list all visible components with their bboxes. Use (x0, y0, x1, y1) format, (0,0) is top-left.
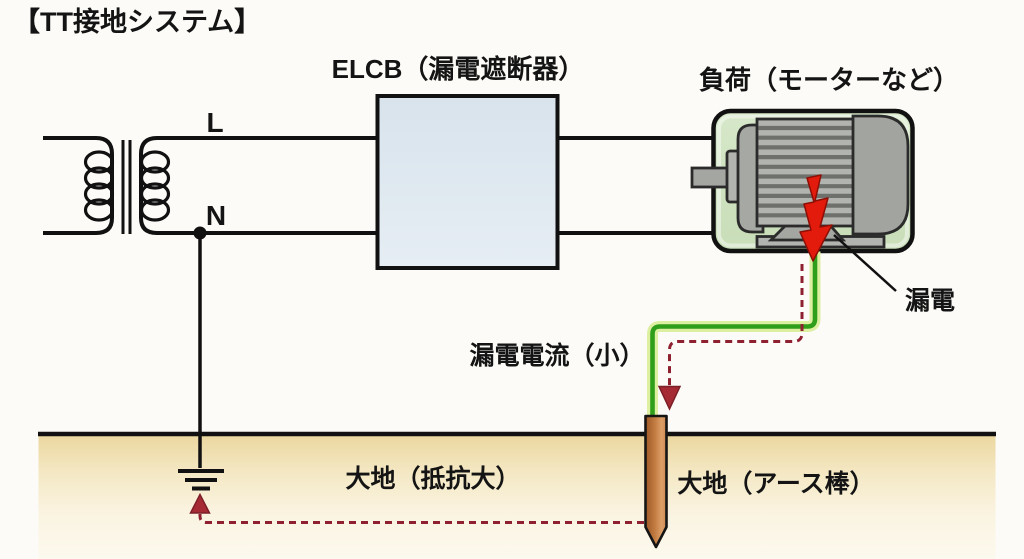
leak-callout-line (833, 234, 897, 292)
ground-wire (650, 251, 818, 415)
secondary-coil-loop (139, 198, 171, 222)
secondary-coil-loop (139, 150, 171, 174)
primary-coil-loop (83, 166, 115, 190)
primary-coil-loop (83, 198, 115, 222)
transformer-primary-lead (43, 136, 114, 235)
transformer-symbol (43, 136, 171, 235)
secondary-coil-loop (139, 166, 171, 190)
leakage-dash-line-right (668, 264, 804, 386)
primary-coil-loop (83, 150, 115, 174)
secondary-coil-loop (139, 182, 171, 206)
leakage-dash-line-left (198, 514, 644, 524)
lightning-bolt-icon (799, 174, 833, 262)
leakage-current-path-right (657, 264, 804, 411)
elcb-box (375, 94, 560, 270)
motor-right-cap (851, 114, 910, 236)
line-n-label: N (206, 200, 226, 231)
earth-resistance-label: 大地（抵抗大） (345, 464, 520, 493)
leakage-current-path-left (189, 492, 644, 524)
page-title: 【TT接地システム】 (13, 7, 261, 37)
load-label: 負荷（モーターなど） (699, 65, 959, 95)
ground-symbol (178, 469, 224, 491)
elcb-label: ELCB（漏電遮断器） (332, 54, 585, 84)
leakage-arrow-up-icon (189, 492, 211, 514)
line-l-label: L (206, 107, 223, 138)
leak-current-label: 漏電電流（小） (469, 341, 644, 370)
transformer-secondary-lead (139, 136, 158, 235)
earth-rod-label: 大地（アース棒） (677, 469, 874, 498)
earth-rod (644, 414, 668, 549)
leak-label: 漏電 (905, 287, 955, 315)
circuit-wires (156, 136, 714, 468)
primary-coil-loop (83, 182, 115, 206)
leakage-arrow-down-icon (657, 385, 682, 411)
ground-wire-green (647, 251, 821, 415)
